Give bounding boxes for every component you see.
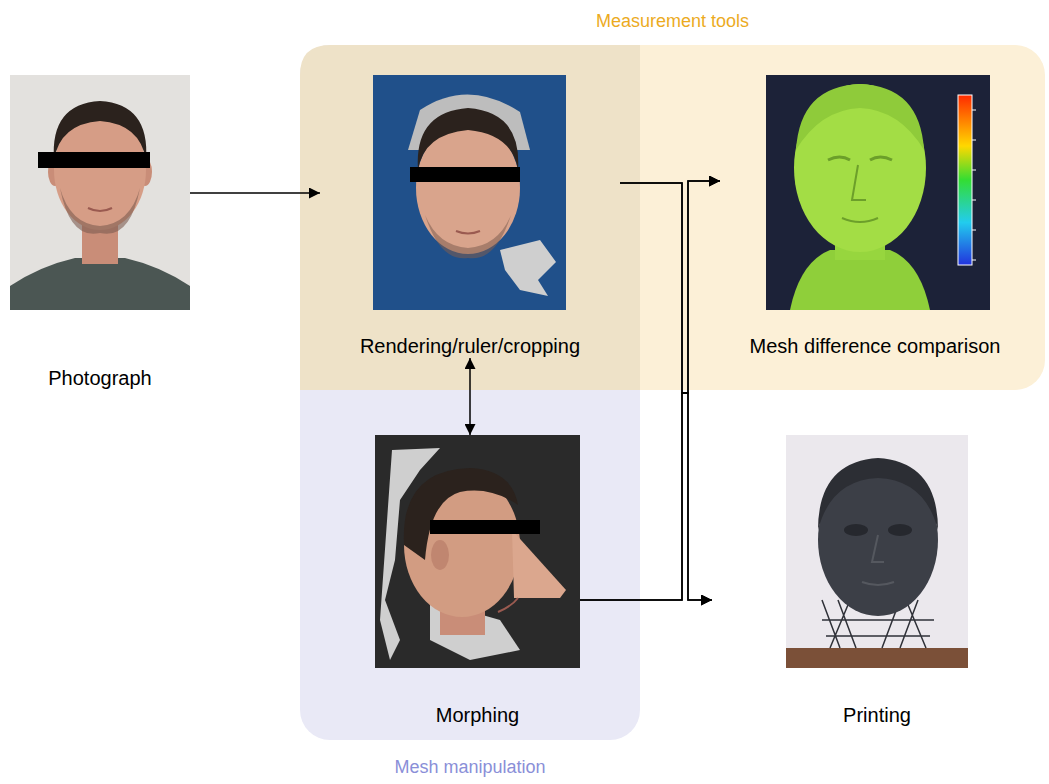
morphing-picture-part [430, 520, 540, 534]
printing-picture-part [844, 524, 868, 536]
morphing-picture-part [498, 598, 518, 612]
photograph-picture-part [38, 152, 150, 168]
mesh-difference-picture [766, 75, 990, 310]
image-caption: Mesh difference comparison [750, 335, 1001, 358]
group-region: Mesh manipulationMorphing [300, 45, 640, 740]
image-panel: Printing [712, 435, 1042, 727]
rendering-picture-part [456, 231, 480, 234]
morphing-picture-part [512, 530, 566, 598]
photograph-picture-part [54, 101, 147, 160]
rendering-picture-part [500, 240, 556, 296]
flow-arrow [620, 183, 712, 600]
image-panel: Morphing [375, 435, 580, 727]
flow-arrow [190, 192, 320, 194]
mesh-difference-picture-part [794, 84, 926, 252]
morphing-picture-part [431, 540, 449, 570]
group-region: Measurement toolsRendering/ruler/croppin… [300, 45, 1045, 390]
printing-picture-part [786, 648, 968, 668]
region-heading: Mesh manipulation [394, 757, 545, 778]
rendering-picture-part [418, 108, 519, 170]
photograph-picture-part [10, 75, 190, 310]
region-fills-part [300, 45, 640, 740]
flow-arrow [620, 181, 720, 393]
mesh-difference-picture-part [796, 84, 924, 150]
image-caption: Photograph [48, 367, 151, 390]
morphing-picture-part [404, 468, 518, 560]
flow-arrow [580, 181, 720, 600]
photograph-picture-part [60, 188, 140, 234]
image-panel: Rendering/ruler/cropping [320, 75, 620, 358]
rendering-picture-part [373, 75, 566, 310]
region-fills-part [300, 45, 640, 390]
photograph-picture-part [88, 208, 112, 211]
image-panel: Photograph [10, 75, 190, 390]
mesh-difference-picture-part [828, 157, 892, 160]
mesh-difference-picture-part [766, 75, 990, 310]
flow-arrow [469, 358, 471, 435]
rendering-picture [373, 75, 566, 310]
rendering-picture-part [410, 167, 520, 182]
photograph-picture-part [10, 258, 190, 310]
region-fills-part [300, 45, 1045, 390]
region-heading: Measurement tools [596, 11, 749, 32]
mesh-difference-picture-part [842, 218, 878, 222]
rendering-picture-part [425, 215, 511, 258]
printing-picture-part [862, 582, 894, 585]
printing-picture-part [818, 458, 938, 530]
printing-picture-part [786, 435, 968, 668]
mesh-difference-picture-part [972, 110, 976, 260]
flow-arrow [580, 393, 712, 600]
photograph-picture [10, 75, 190, 310]
printing-picture [786, 435, 968, 668]
image-panel: Mesh difference comparison [720, 75, 1030, 358]
morphing-picture [375, 435, 580, 668]
mesh-difference-picture-part [958, 95, 972, 265]
image-caption: Rendering/ruler/cropping [360, 335, 580, 358]
printing-picture-part [888, 524, 912, 536]
morphing-picture-part [375, 435, 580, 668]
image-caption: Morphing [436, 704, 519, 727]
mesh-difference-picture-part [852, 165, 866, 200]
region-fills [300, 45, 1045, 740]
image-caption: Printing [843, 704, 911, 727]
printing-picture-part [872, 535, 884, 562]
